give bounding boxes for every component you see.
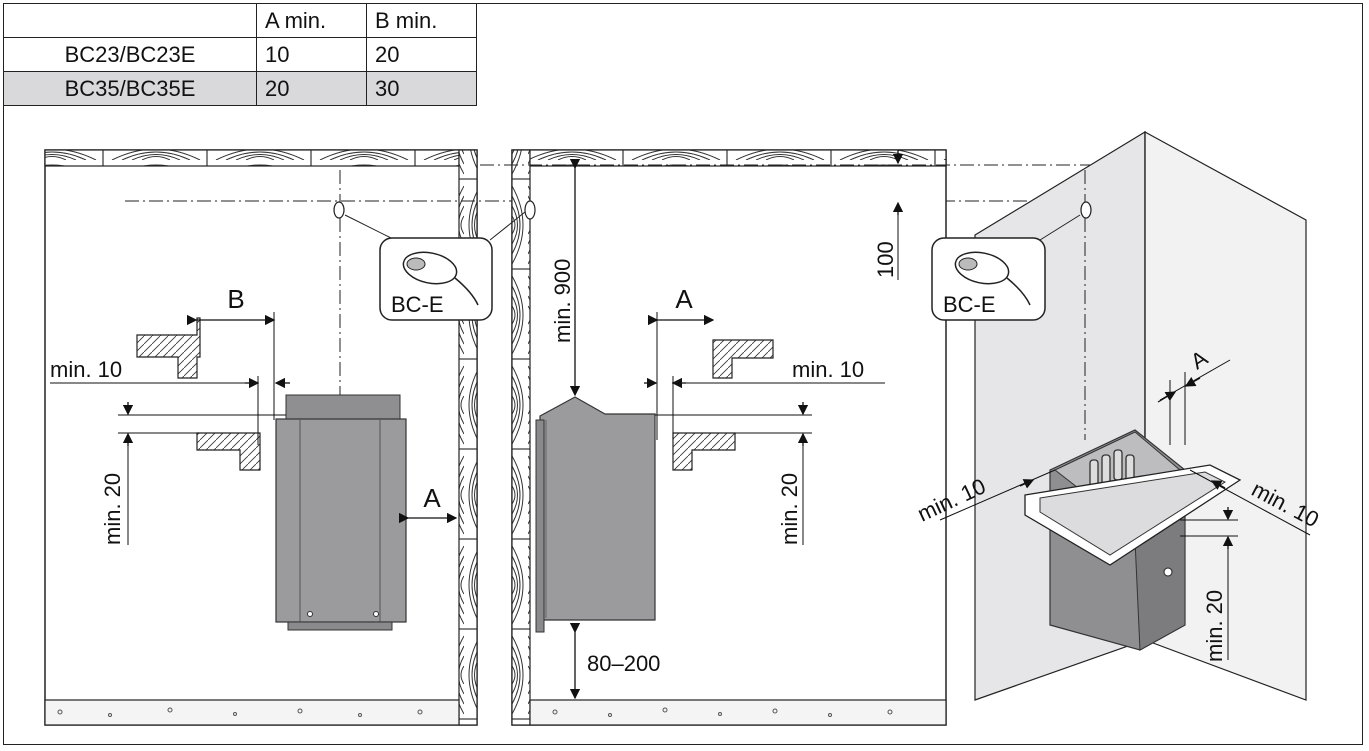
- control-unit-callout: BC-E: [931, 214, 1081, 321]
- corner-3d-view: A min. 10 min. 10 min. 20: [914, 130, 1323, 701]
- dim-a-label: A: [423, 483, 441, 513]
- side-wall-boards: [511, 149, 531, 726]
- bce-label: BC-E: [391, 292, 444, 317]
- heater-icon: [275, 394, 407, 631]
- a-min-cell: 10: [256, 37, 367, 72]
- min20-mid-label: min. 20: [777, 473, 802, 545]
- bench-profile: [712, 339, 774, 379]
- d100-label: 100: [873, 241, 898, 278]
- bce-label: BC-E: [943, 292, 996, 317]
- dim-b-label: B: [227, 284, 244, 314]
- min900-label: min. 900: [550, 259, 575, 343]
- model-cell: BC23/BC23E: [3, 37, 257, 72]
- control-unit-icon: [954, 251, 1031, 306]
- bench-profile: [196, 432, 261, 471]
- figure-frame: [3, 3, 1363, 745]
- control-unit-icon: [402, 251, 479, 306]
- min20-3d-label: min. 20: [1202, 590, 1227, 662]
- floor: [529, 699, 947, 726]
- model-cell: BC35/BC35E: [3, 71, 257, 106]
- ceiling-boards: [529, 149, 947, 167]
- min20-left-label: min. 20: [100, 473, 125, 545]
- b-min-cell: 20: [366, 37, 477, 72]
- table-row: BC23/BC23E 10 20: [3, 37, 477, 72]
- heater-icon: [1024, 429, 1242, 651]
- control-unit-callout: BC-E: [344, 211, 526, 321]
- middle-wall-view: min. 900 80–200 A min. 10 min. 20 100: [480, 149, 1105, 726]
- min10-mid-label: min. 10: [792, 357, 864, 382]
- a-min-cell: 20: [256, 71, 367, 106]
- dim-a-label: A: [675, 284, 693, 314]
- side-wall-boards: [458, 149, 478, 726]
- clearance-table: A min. B min. BC23/BC23E 10 20 BC35/BC35…: [3, 3, 477, 106]
- table-header-cell: A min.: [256, 3, 367, 38]
- b-min-cell: 30: [366, 71, 477, 106]
- table-row: BC35/BC35E 20 30: [3, 71, 477, 106]
- heater-icon: [535, 396, 656, 633]
- d80-200-label: 80–200: [587, 651, 660, 676]
- min10-left-label: min. 10: [50, 357, 122, 382]
- ceiling-boards: [44, 149, 460, 167]
- floor: [44, 699, 460, 726]
